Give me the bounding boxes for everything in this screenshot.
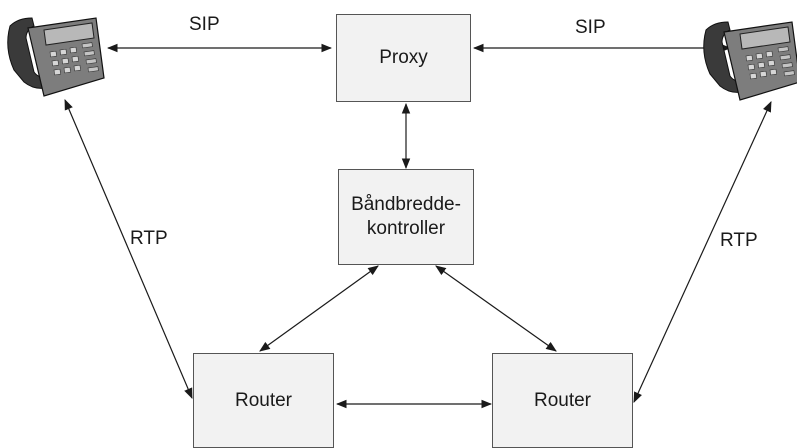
rtp-connector-left [64,99,193,399]
desk-phone-icon [7,17,105,97]
sip-label-left: SIP [189,14,220,35]
proxy-node: Proxy [336,14,471,102]
sip-label-right: SIP [575,17,606,38]
router-right-node: Router [492,353,633,448]
controller-router-left-connector [259,265,379,352]
router-right-label: Router [533,389,592,411]
rtp-connector-right [633,101,772,403]
rtp-label-left: RTP [130,228,168,249]
controller-router-right-connector [435,265,557,352]
router-left-node: Router [193,353,334,448]
desk-phone-icon [703,21,797,101]
bandwidth-controller-label: Båndbredde- kontroller [351,194,461,239]
bandwidth-controller-node: Båndbredde- kontroller [338,169,474,265]
rtp-label-right: RTP [720,230,758,251]
proxy-label: Proxy [379,47,428,69]
router-left-label: Router [234,389,293,411]
